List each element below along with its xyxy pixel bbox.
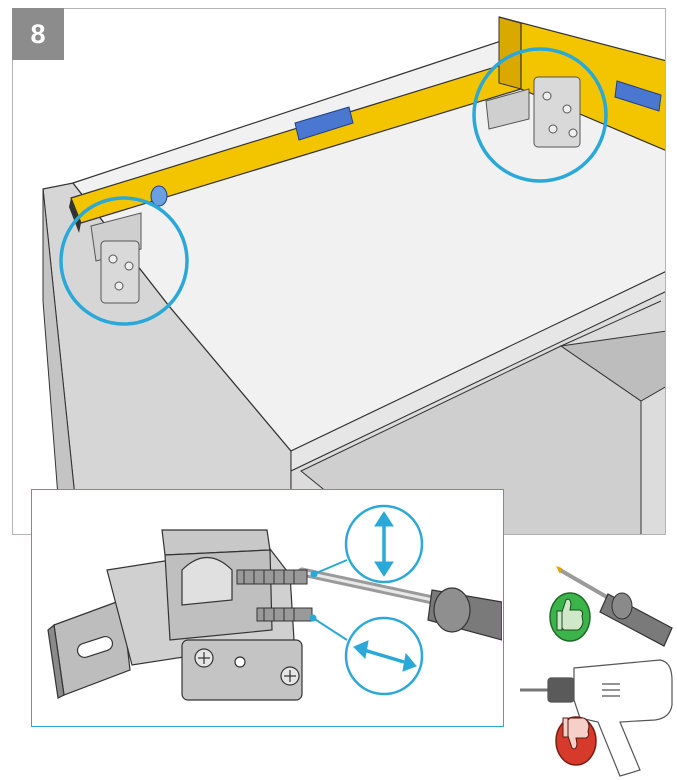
screwdriver-handle (427, 587, 502, 641)
upper-adjustment-screw (236, 569, 308, 585)
right-hinge-bracket (485, 76, 581, 148)
cabinet-illustration-frame (12, 8, 666, 535)
highlight-circle-right (472, 47, 608, 183)
level-vial (294, 106, 354, 141)
hinge-detail-illustration (47, 504, 502, 701)
left-hinge-bracket (90, 212, 142, 304)
hinge-detail-inset (31, 489, 504, 727)
step-number-badge: 8 (12, 8, 64, 60)
level-vial-round (150, 185, 168, 207)
vertical-double-arrow-icon (374, 511, 394, 577)
hinge-mounting-plate (47, 599, 131, 699)
tool-recommendations (510, 555, 677, 780)
screwdriver-tool (556, 566, 673, 647)
thumbs-down-icon (555, 716, 597, 766)
level-vial (614, 80, 662, 112)
power-drill-tool (520, 659, 673, 777)
horizontal-double-arrow-icon (353, 640, 417, 672)
thumbs-up-icon (549, 592, 591, 642)
lower-adjustment-screw (256, 607, 313, 622)
cabinet-illustration (42, 16, 665, 534)
highlight-circle-left (59, 196, 189, 326)
